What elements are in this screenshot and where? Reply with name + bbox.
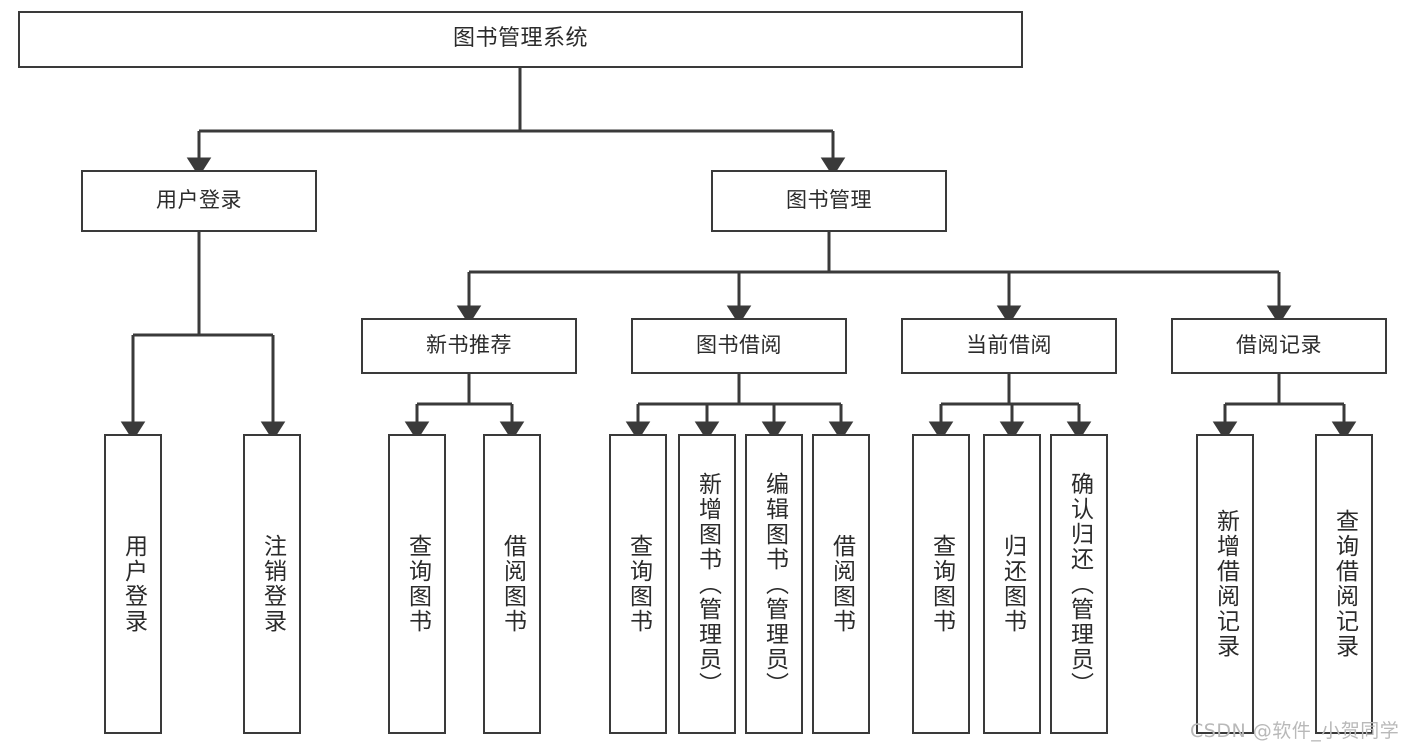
node-label: 新书推荐 <box>426 333 512 358</box>
node-label: 借阅图书 <box>499 534 526 634</box>
node-borrow-record[interactable]: 借阅记录 <box>1171 318 1387 374</box>
node-label: 图书管理系统 <box>452 26 588 52</box>
leaf-query-book-current[interactable]: 查询图书 <box>912 434 970 734</box>
leaf-borrow-book-recommend[interactable]: 借阅图书 <box>483 434 541 734</box>
leaf-query-borrow-record[interactable]: 查询借阅记录 <box>1315 434 1373 734</box>
node-user-login[interactable]: 用户登录 <box>81 170 317 232</box>
leaf-user-login[interactable]: 用户登录 <box>104 434 162 734</box>
node-label: 用户登录 <box>120 534 147 634</box>
node-current-borrow[interactable]: 当前借阅 <box>901 318 1117 374</box>
node-label: 查询借阅记录 <box>1331 509 1358 659</box>
leaf-borrow-book[interactable]: 借阅图书 <box>812 434 870 734</box>
node-label: 当前借阅 <box>966 333 1052 358</box>
node-label: 确认归还（管理员） <box>1066 471 1093 697</box>
node-label: 归还图书 <box>999 534 1026 634</box>
node-label: 图书借阅 <box>696 333 782 358</box>
node-book-management-system[interactable]: 图书管理系统 <box>18 11 1023 68</box>
leaf-query-book-recommend[interactable]: 查询图书 <box>388 434 446 734</box>
leaf-confirm-return-admin[interactable]: 确认归还（管理员） <box>1050 434 1108 734</box>
node-label: 借阅记录 <box>1236 333 1322 358</box>
leaf-logout[interactable]: 注销登录 <box>243 434 301 734</box>
leaf-query-book-borrow[interactable]: 查询图书 <box>609 434 667 734</box>
node-label: 新增借阅记录 <box>1212 509 1239 659</box>
node-label: 新增图书（管理员） <box>694 471 721 697</box>
node-book-management[interactable]: 图书管理 <box>711 170 947 232</box>
node-book-borrow[interactable]: 图书借阅 <box>631 318 847 374</box>
node-new-book-recommend[interactable]: 新书推荐 <box>361 318 577 374</box>
leaf-add-borrow-record[interactable]: 新增借阅记录 <box>1196 434 1254 734</box>
node-label: 查询图书 <box>928 534 955 634</box>
csdn-watermark: CSDN @软件_小贺同学 <box>1190 720 1400 742</box>
node-label: 注销登录 <box>259 534 286 634</box>
leaf-edit-book-admin[interactable]: 编辑图书（管理员） <box>745 434 803 734</box>
node-label: 查询图书 <box>625 534 652 634</box>
node-label: 借阅图书 <box>828 534 855 634</box>
leaf-add-book-admin[interactable]: 新增图书（管理员） <box>678 434 736 734</box>
node-label: 图书管理 <box>786 188 872 213</box>
node-label: 用户登录 <box>156 188 242 213</box>
node-label: 编辑图书（管理员） <box>761 471 788 697</box>
node-label: 查询图书 <box>404 534 431 634</box>
leaf-return-book[interactable]: 归还图书 <box>983 434 1041 734</box>
